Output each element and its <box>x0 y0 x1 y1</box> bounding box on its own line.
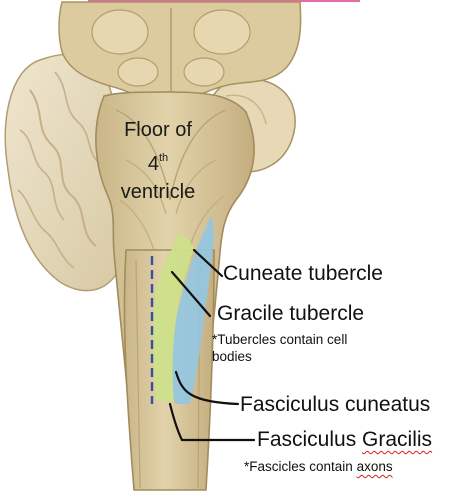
fascicles-note: *Fascicles contain axons <box>244 458 393 475</box>
fasciculus-gracilis-highlight <box>153 234 194 402</box>
floor-label-sup: th <box>158 152 169 164</box>
tubercles-note-line2: bodies <box>212 349 252 364</box>
floor-label-line3: ventricle <box>120 181 196 203</box>
floor-label-line1: Floor of <box>124 119 192 141</box>
leader-lines <box>168 248 256 442</box>
cuneate-tubercle-label: Cuneate tubercle <box>223 262 383 285</box>
gracilis-spellcheck-word: Gracilis <box>362 428 433 451</box>
fasciculus-gracilis-prefix: Fasciculus <box>257 428 363 451</box>
floor-label-digit: 4 <box>147 153 159 175</box>
floor-label-line2: 4th <box>108 144 208 178</box>
fasciculus-cuneatus-label: Fasciculus cuneatus <box>240 393 431 416</box>
midbrain <box>58 1 302 105</box>
axons-spellcheck-word: axons <box>356 459 393 474</box>
tubercles-note-line1: *Tubercles contain cell <box>212 332 348 347</box>
fasciculus-cuneatus-highlight <box>169 214 214 404</box>
fascicles-note-prefix: *Fascicles contain <box>244 459 357 474</box>
fasciculus-gracilis-label: Fasciculus Gracilis <box>257 428 432 452</box>
gracile-tubercle-label: Gracile tubercle <box>217 302 365 325</box>
tubercles-note: *Tubercles contain cell bodies <box>212 331 347 365</box>
floor-of-fourth-ventricle-label: Floor of 4th ventricle <box>108 116 208 206</box>
